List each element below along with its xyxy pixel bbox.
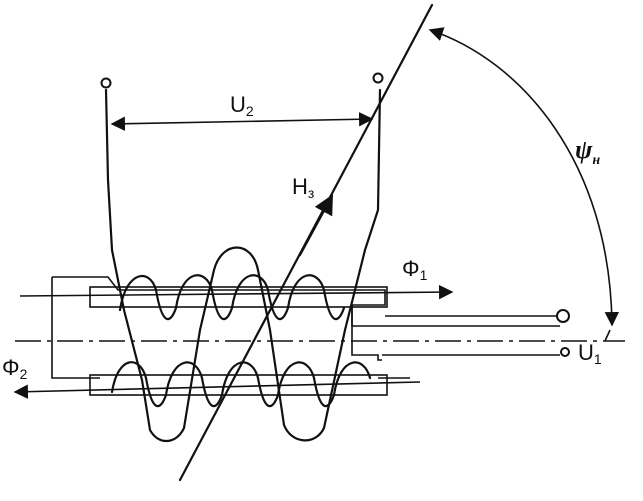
- psi-label: ψн: [575, 135, 600, 168]
- u2-label: U2: [230, 92, 254, 119]
- psi-angle-arc: [428, 27, 620, 327]
- secondary-winding: [104, 88, 382, 443]
- u2-terminal-left: [100, 77, 112, 89]
- u1-label: U1: [578, 340, 602, 367]
- h3-label: Hз: [292, 174, 314, 201]
- phi1-label: Φ1: [402, 256, 428, 283]
- u2-terminal-right: [372, 72, 384, 84]
- phi2-label: Φ2: [2, 355, 28, 382]
- lower-core-bar: [89, 374, 388, 396]
- housing-lower-step: [351, 305, 560, 361]
- upper-coil: [118, 274, 346, 321]
- u1-terminal-top: [556, 309, 570, 323]
- phi2-arrow: [13, 381, 421, 399]
- u2-dimension-arrow: [110, 112, 374, 131]
- u1-terminal-bottom: [560, 347, 570, 357]
- field-arrow: [298, 194, 334, 257]
- lower-coil: [110, 361, 372, 408]
- reference-line: [604, 329, 611, 342]
